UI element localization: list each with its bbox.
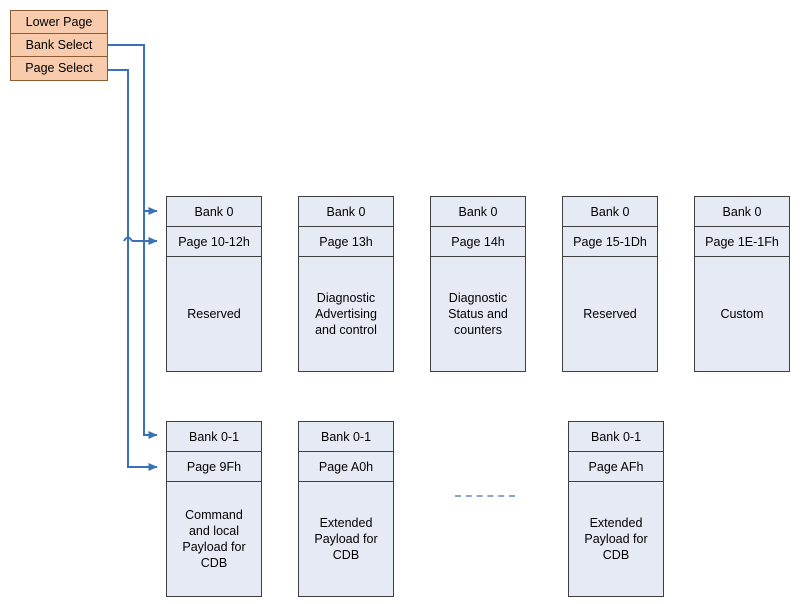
page-block-body-line: CDB <box>332 548 360 562</box>
page-block-bank-label: Bank 0-1 <box>167 422 261 452</box>
page-block-body: Reserved <box>563 257 657 371</box>
page-block-bank-label: Bank 0 <box>695 197 789 227</box>
page-block-body-line: Advertising <box>315 307 377 321</box>
page-block-upper-1[interactable]: Bank 0 Page 10-12h Reserved <box>166 196 262 372</box>
page-block-page-label: Page 1E-1Fh <box>695 227 789 257</box>
page-block-lower-1[interactable]: Bank 0-1 Page 9Fh Command and local Payl… <box>166 421 262 597</box>
page-block-page-label: Page 13h <box>299 227 393 257</box>
page-block-body-line: Payload for <box>182 540 246 554</box>
page-block-body: Reserved <box>167 257 261 371</box>
page-block-body: Diagnostic Advertising and control <box>299 257 393 371</box>
selector-row-page-select[interactable]: Page Select <box>11 57 107 80</box>
page-block-body-line: Custom <box>720 307 764 321</box>
page-block-body: Command and local Payload for CDB <box>167 482 261 596</box>
page-block-lower-2[interactable]: Bank 0-1 Page A0h Extended Payload for C… <box>298 421 394 597</box>
page-block-body-line: Reserved <box>583 307 637 321</box>
page-block-page-label: Page 15-1Dh <box>563 227 657 257</box>
page-block-bank-label: Bank 0 <box>167 197 261 227</box>
page-block-bank-label: Bank 0 <box>563 197 657 227</box>
continuation-dashed-line <box>455 495 515 497</box>
page-block-body-line: Diagnostic <box>316 291 376 305</box>
page-block-body-line: and control <box>315 323 377 337</box>
page-block-body-line: Payload for <box>584 532 648 546</box>
page-block-bank-label: Bank 0-1 <box>569 422 663 452</box>
page-block-body-line: CDB <box>200 556 228 570</box>
page-block-page-label: Page 9Fh <box>167 452 261 482</box>
selector-row-lower-page[interactable]: Lower Page <box>11 11 107 34</box>
page-block-body-line: Command <box>185 508 243 522</box>
page-block-page-label: Page 14h <box>431 227 525 257</box>
page-block-body-line: Extended <box>319 516 373 530</box>
page-block-body-line: Reserved <box>187 307 241 321</box>
page-block-body: Extended Payload for CDB <box>569 482 663 596</box>
page-block-body-line: counters <box>454 323 502 337</box>
page-block-bank-label: Bank 0-1 <box>299 422 393 452</box>
page-select-connector <box>108 69 158 471</box>
page-block-page-label: Page 10-12h <box>167 227 261 257</box>
page-block-upper-5[interactable]: Bank 0 Page 1E-1Fh Custom <box>694 196 790 372</box>
page-block-body-line: Diagnostic <box>448 291 508 305</box>
page-selector-stack: Lower Page Bank Select Page Select <box>10 10 108 81</box>
selector-row-bank-select[interactable]: Bank Select <box>11 34 107 57</box>
page-block-body-line: Payload for <box>314 532 378 546</box>
page-block-body-line: Status and <box>448 307 508 321</box>
page-block-upper-2[interactable]: Bank 0 Page 13h Diagnostic Advertising a… <box>298 196 394 372</box>
page-block-body: Extended Payload for CDB <box>299 482 393 596</box>
page-block-upper-3[interactable]: Bank 0 Page 14h Diagnostic Status and co… <box>430 196 526 372</box>
page-block-body: Custom <box>695 257 789 371</box>
page-block-lower-3[interactable]: Bank 0-1 Page AFh Extended Payload for C… <box>568 421 664 597</box>
page-block-page-label: Page AFh <box>569 452 663 482</box>
page-block-bank-label: Bank 0 <box>299 197 393 227</box>
page-block-upper-4[interactable]: Bank 0 Page 15-1Dh Reserved <box>562 196 658 372</box>
page-block-body-line: Extended <box>589 516 643 530</box>
page-block-body-line: and local <box>188 524 240 538</box>
bank-select-connector <box>108 44 158 439</box>
page-block-page-label: Page A0h <box>299 452 393 482</box>
page-block-bank-label: Bank 0 <box>431 197 525 227</box>
page-block-body-line: CDB <box>602 548 630 562</box>
page-block-body: Diagnostic Status and counters <box>431 257 525 371</box>
